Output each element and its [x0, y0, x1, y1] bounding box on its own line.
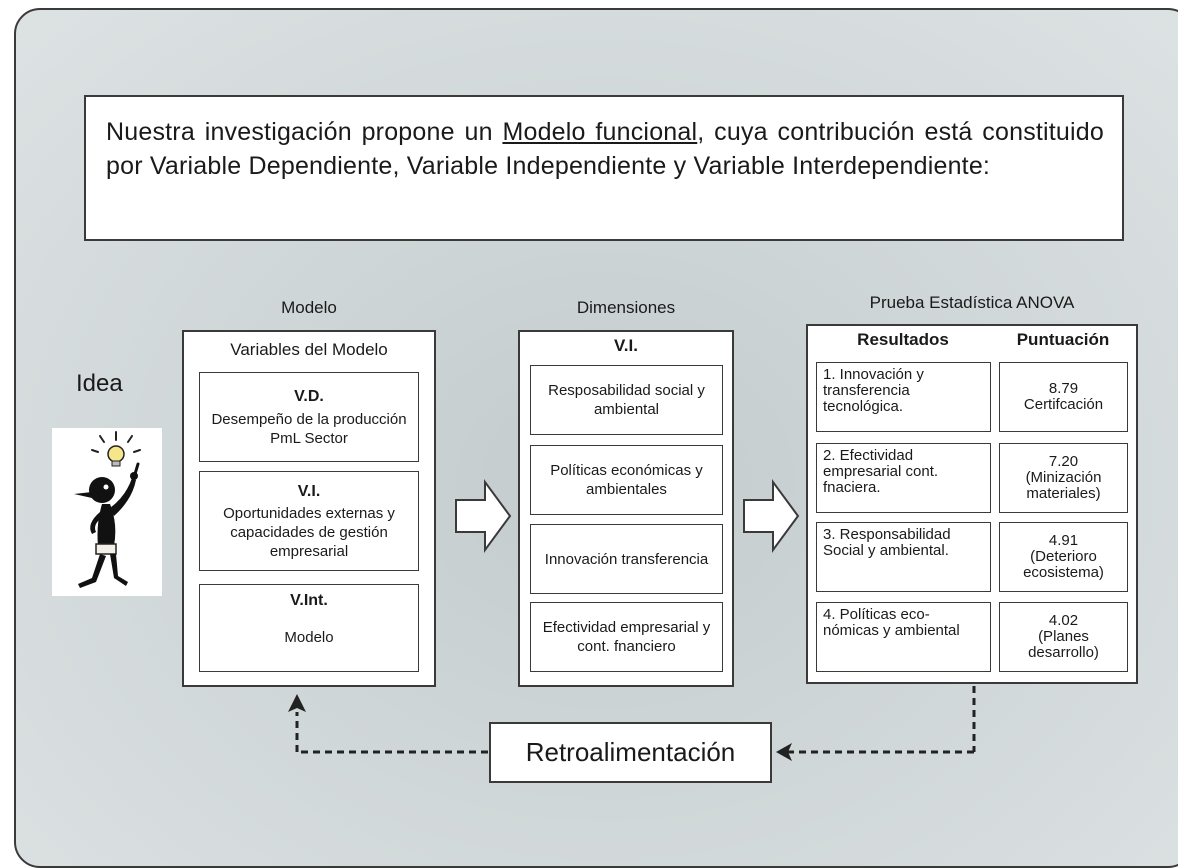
intro-text-underlined: Modelo funcional — [502, 118, 698, 146]
anova-result-2: 2. Efectividad empresarial cont. fnacier… — [816, 443, 991, 513]
modelo-heading: Modelo — [281, 298, 337, 317]
anova-score-3: 4.91 (Deterioro ecosistema) — [999, 522, 1128, 592]
idea-label: Idea — [76, 370, 123, 397]
modelo-item-vint: V.Int. Modelo — [199, 584, 419, 672]
thinking-person-icon — [74, 431, 141, 588]
dimension-item-4: Efectividad empresarial y cont. fnancier… — [530, 602, 723, 672]
modelo-item-vd: V.D. Desempeño de la producción PmL Sect… — [199, 372, 419, 462]
anova-score-3-value: 4.91 — [1048, 532, 1079, 549]
anova-score-1-value: 8.79 — [1048, 380, 1079, 397]
right-arrow-icon-2 — [743, 478, 800, 554]
dimensiones-heading: Dimensiones — [576, 298, 676, 317]
anova-col-results: Resultados — [857, 330, 949, 349]
modelo-item-vi-code: V.I. — [297, 482, 321, 500]
dimension-item-2: Políticas económicas y ambientales — [530, 445, 723, 515]
modelo-item-vint-text: Modelo — [284, 629, 334, 646]
anova-score-1: 8.79 Certifcación — [999, 362, 1128, 432]
feedback-box: Retroalimentación — [489, 722, 772, 783]
modelo-item-vi: V.I. Oportunidades externas y capacidade… — [199, 471, 419, 571]
anova-result-3: 3. Responsabilidad Social y ambiental. — [816, 522, 991, 592]
modelo-item-vd-text: Desempeño de la producción PmL Sector — [211, 410, 407, 447]
idea-figure-illustration — [52, 428, 162, 596]
anova-result-1: 1. Innovación y transferencia tecnológic… — [816, 362, 991, 432]
anova-heading: Prueba Estadística ANOVA — [869, 293, 1075, 312]
right-arrow-icon — [455, 478, 512, 554]
anova-score-3-note: (Deterioro ecosistema) — [1023, 548, 1104, 581]
dimensiones-box-title: V.I. — [614, 336, 638, 355]
modelo-box-title: Variables del Modelo — [230, 340, 388, 359]
arrowhead-up-icon — [288, 694, 306, 712]
anova-score-4-note: (Planes desarrollo) — [1028, 628, 1099, 661]
anova-score-2: 7.20 (Minización materiales) — [999, 443, 1128, 513]
modelo-item-vi-text: Oportunidades externas y capacidades de … — [223, 504, 395, 560]
intro-text-box: Nuestra investigación propone un Modelo … — [84, 95, 1124, 241]
anova-score-2-note: (Minización materiales) — [1025, 469, 1102, 502]
anova-score-4: 4.02 (Planes desarrollo) — [999, 602, 1128, 672]
dimension-item-3: Innovación transferencia — [530, 524, 723, 594]
connector-overlay — [288, 478, 976, 761]
dimension-item-1: Resposabilidad social y ambiental — [530, 365, 723, 435]
anova-score-4-value: 4.02 — [1048, 612, 1079, 629]
anova-score-1-note: Certifcación — [1023, 396, 1104, 413]
modelo-item-vd-code: V.D. — [294, 387, 324, 405]
intro-text-post: , cuya contribución está constituido por… — [106, 118, 1105, 180]
feedback-dashed-lines — [295, 686, 976, 754]
anova-result-4: 4. Políticas eco-nómicas y ambiental — [816, 602, 991, 672]
intro-text-pre: Nuestra investigación propone un — [106, 118, 503, 146]
anova-score-2-value: 7.20 — [1048, 453, 1079, 470]
anova-col-score: Puntuación — [1016, 330, 1110, 349]
modelo-item-vint-code: V.Int. — [290, 592, 328, 609]
arrowhead-left-icon — [776, 743, 792, 761]
